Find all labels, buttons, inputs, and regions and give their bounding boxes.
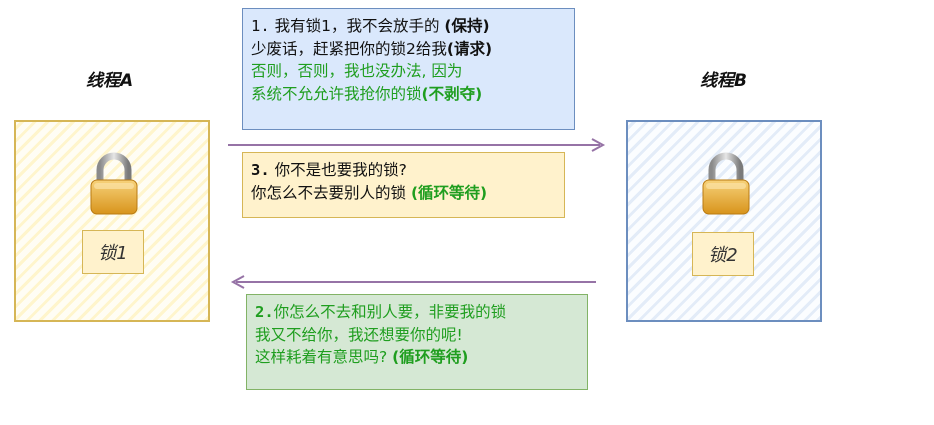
note1-line3: 否则，否则，我也没办法, 因为 [251,62,463,80]
note1-number: 1. [251,17,270,35]
arrow-b-to-a-head [230,275,245,289]
note-circular-wait-a: 3. 你不是也要我的锁? 你怎么不去要别人的锁 (循环等待) [242,152,565,218]
note1-line2-text: 少废话，赶紧把你的锁2给我 [251,39,447,58]
note1-line1: 1. 我有锁1，我不会放手的 (保持) [251,15,566,38]
padlock-icon [702,152,750,215]
note2-line2: 我又不给你，我还想要你的呢! [255,325,463,344]
arrow-a-to-b-head [591,138,606,152]
note3-circular-wait-tag: (循环等待) [410,183,488,202]
thread-a-box: 锁1 [14,120,210,322]
note2-number: 2. [255,303,274,321]
note2-line1: 2.你怎么不去和别人要，非要我的锁 [255,301,579,324]
note2-line3-text: 这样耗着有意思吗? [255,348,388,366]
note2-line3: 这样耗着有意思吗? (循环等待) [255,346,579,369]
thread-b-title: 线程B [700,71,747,91]
note3-line2-text: 你怎么不去要别人的锁 [251,183,407,202]
note-circular-wait-b: 2.你怎么不去和别人要，非要我的锁 我又不给你，我还想要你的呢! 这样耗着有意思… [246,294,588,390]
note3-line1-text: 你不是也要我的锁? [274,161,407,179]
note1-hold-tag: (保持) [444,17,490,35]
note1-line4: 系统不允允许我抢你的锁(不剥夺) [251,83,566,106]
note-hold-request: 1. 我有锁1，我不会放手的 (保持) 少废话，赶紧把你的锁2给我(请求) 否则… [242,8,575,130]
thread-b-box: 锁2 [626,120,822,322]
note3-line2: 你怎么不去要别人的锁 (循环等待) [251,182,556,205]
note3-number: 3. [251,161,270,179]
note2-circular-wait-tag: (循环等待) [392,348,469,366]
note1-line4-text: 系统不允允许我抢你的锁 [251,84,422,103]
padlock-icon [90,152,138,215]
note3-line1: 3. 你不是也要我的锁? [251,159,556,182]
note2-line1-text: 你怎么不去和别人要，非要我的锁 [273,303,507,321]
note1-request-tag: (请求) [446,39,493,58]
note1-no-preempt-tag: (不剥夺) [421,84,483,103]
note1-line2: 少废话，赶紧把你的锁2给我(请求) [251,38,566,61]
thread-a-title: 线程A [86,71,134,91]
lock-1-label: 锁1 [82,230,144,274]
lock-2-label: 锁2 [692,232,754,276]
note1-line1-text: 我有锁1，我不会放手的 [274,17,440,35]
